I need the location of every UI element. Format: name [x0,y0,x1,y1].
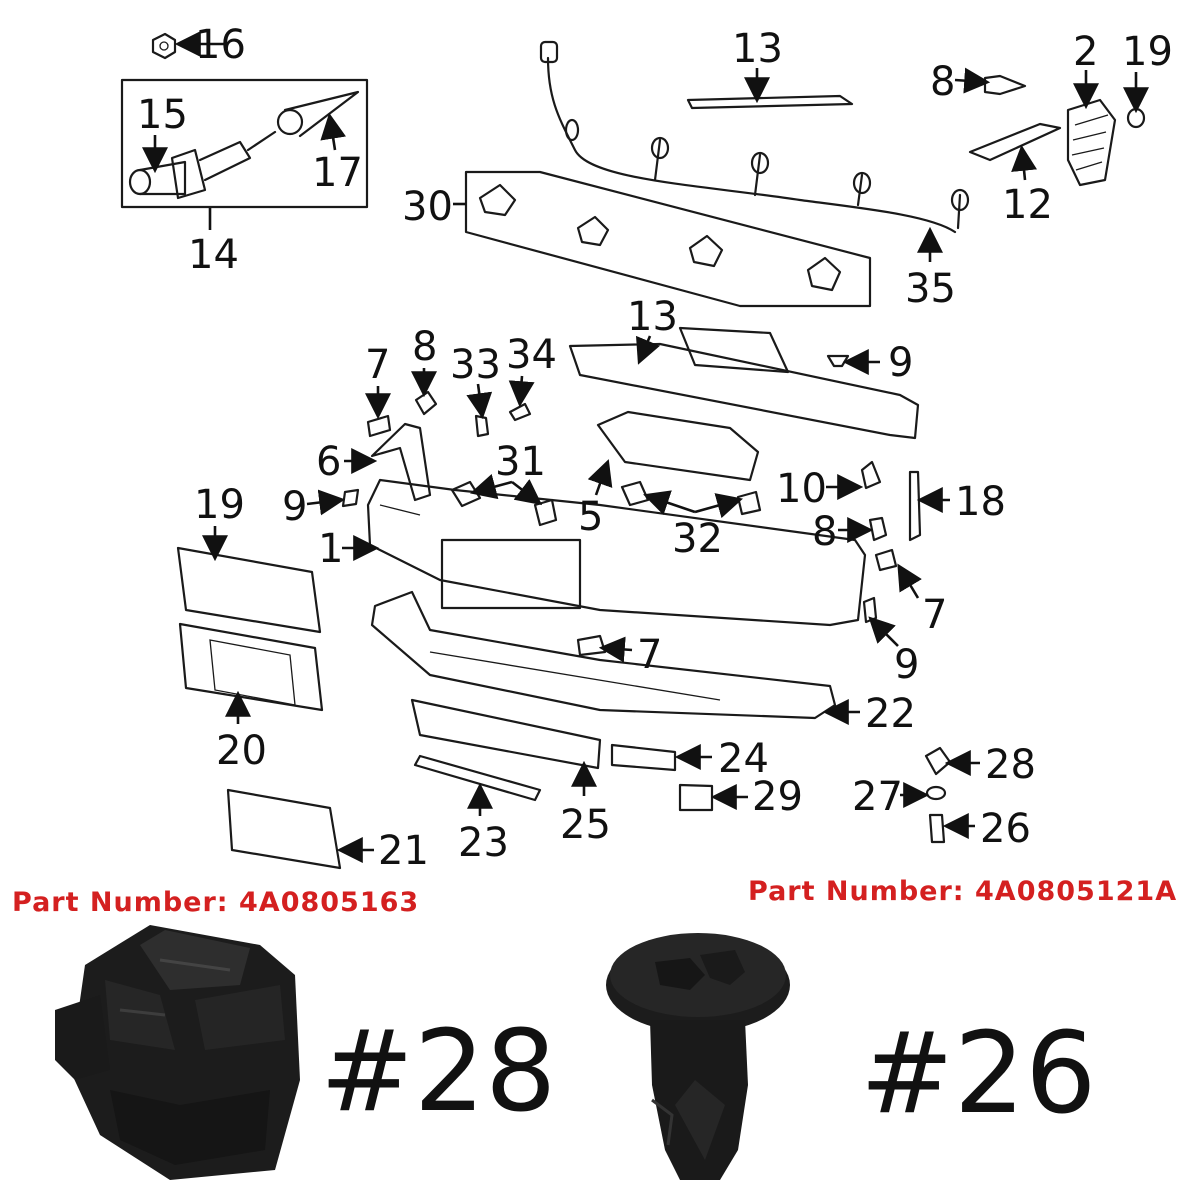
sensor-holder-31a-icon [450,480,482,508]
callout-33: 33 [450,342,501,388]
callout-1: 1 [318,526,343,572]
tow-eye-group [120,32,369,209]
callout-8b: 8 [812,509,837,555]
clip-8b-icon [868,516,888,542]
callout-26: 26 [980,806,1031,852]
bracket-5-icon [596,410,760,482]
callout-16: 17 [312,150,363,196]
callout-32: 32 [672,516,723,562]
callout-28: 28 [985,742,1036,788]
clip-7b-icon [874,548,898,572]
callout-31: 31 [495,439,546,485]
callout-5: 5 [578,494,603,540]
ref-label-28: #28 [320,1007,556,1137]
tow-eye-icon [128,130,277,200]
cap-4-icon [1126,107,1146,129]
plate-19-icon [176,546,322,634]
callout-25: 25 [560,802,611,848]
callout-13a: 9 [888,340,913,386]
washer-27-icon [925,785,947,801]
callout-29: 29 [752,774,803,820]
callout-23: 23 [458,820,509,866]
callout-22: 22 [865,691,916,737]
callout-6: 6 [316,439,341,485]
screw-34-icon [508,402,532,422]
impact-absorber-12-icon [568,326,920,440]
clip-7c-icon [576,634,607,657]
callout-8a: 8 [412,324,437,370]
center-grille-25-icon [410,698,602,770]
callout-27: 27 [852,774,903,820]
ref-label-26: #26 [860,1009,1096,1139]
trim-strip-11-icon [686,94,854,110]
harness-35-icon [539,40,970,234]
part-number-26: Part Number: 4A0805121A [748,876,1177,907]
callout-13b: 10 [776,466,827,512]
callout-19: 19 [194,482,245,528]
callout-7c: 7 [637,632,662,678]
tow-eye-box [120,78,369,209]
callout-14: 14 [188,232,239,278]
callout-3: 8 [930,59,955,105]
callout-18: 18 [955,479,1006,525]
callout-7a: 7 [365,342,390,388]
sensor-holder-32b-icon [736,490,762,516]
part-number-28: Part Number: 4A0805163 [12,887,419,918]
clip-9b-icon [862,596,878,624]
clip-7a-icon [366,414,392,438]
strip-6-icon [370,422,432,502]
bracket-21-icon [226,788,342,870]
callout-9a: 9 [282,484,307,530]
plastic-clip-nut-photo-icon [55,925,300,1180]
clip-13b-icon [860,460,882,490]
callout-15: 15 [137,92,188,138]
grille-2-icon [1066,98,1117,187]
clip-nut-28-icon [924,746,952,776]
sensor-holder-32a-icon [620,480,650,507]
bracket-10-icon [968,122,1062,162]
fog-cap-29-icon [678,783,714,812]
plastic-rivet-photo-icon [606,933,790,1180]
callout-4: 19 [1122,29,1173,75]
nut-17-icon [151,32,177,60]
callout-20: 20 [216,728,267,774]
screw-3-icon [983,74,1027,96]
clip-9a-icon [341,488,360,508]
clip-8a-icon [414,390,438,416]
sensor-tray-30-icon [464,170,872,308]
tow-eye-extension-icon [276,90,360,138]
callout-34: 34 [506,332,557,378]
trim-strip-23-icon [413,754,542,802]
callout-35: 35 [905,266,956,312]
clip-33-icon [474,414,490,438]
clip-13a-icon [826,354,850,368]
callouts: 16 15 17 14 13 8 2 19 12 30 35 13 9 7 8 … [137,22,1173,874]
rivet-26-icon [928,813,946,844]
bolt-18-icon [908,470,922,542]
plate-holder-20-icon [178,622,324,712]
callout-24: 24 [718,736,769,782]
callout-12: 13 [627,294,678,340]
callout-2: 2 [1073,29,1098,75]
side-grille-24-icon [610,743,677,772]
callout-11: 13 [732,26,783,72]
callout-7b: 7 [922,592,947,638]
callout-30: 30 [402,184,453,230]
sensor-holder-31b-icon [533,498,558,527]
callout-9b: 9 [894,642,919,688]
callout-21: 21 [378,828,429,874]
callout-10: 12 [1002,182,1053,228]
